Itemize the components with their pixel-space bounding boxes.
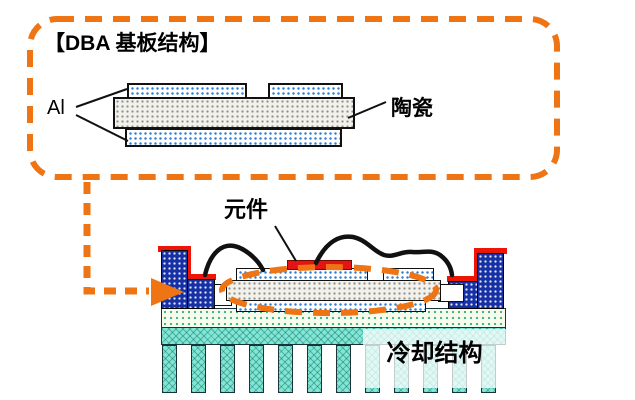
callout-connector-line: [83, 182, 149, 295]
callout-title: 【DBA 基板结构】: [44, 32, 221, 55]
left-terminal-tall: [161, 250, 188, 309]
component-pointer-line: [274, 225, 297, 262]
module-ceramic-layer: [226, 280, 441, 301]
dba-ceramic-layer: [113, 97, 355, 129]
al-label: Al: [47, 97, 65, 119]
right-terminal-red-top: [474, 248, 507, 254]
module-bottom-al-layer: [236, 300, 426, 312]
left-terminal-red-step-top: [185, 274, 216, 280]
heatsink-fin: [307, 345, 322, 393]
component-label: 元件: [224, 197, 269, 222]
left-terminal-step: [187, 279, 215, 309]
right-terminal-red-step-top: [447, 276, 479, 282]
right-terminal-tall: [477, 253, 504, 309]
heatsink-fin: [191, 345, 206, 393]
left-terminal-red-top: [158, 246, 191, 252]
cooling-label-panel: 冷却结构: [363, 329, 506, 388]
heatsink-fin: [336, 345, 351, 393]
ceramic-label: 陶瓷: [391, 97, 433, 120]
heatsink-fin: [220, 345, 235, 393]
power-component-chip: [287, 260, 352, 270]
dba-bottom-al-layer: [125, 128, 342, 147]
substrate-side-tab-right: [438, 284, 464, 302]
heatsink-fin: [278, 345, 293, 393]
heatsink-fin: [249, 345, 264, 393]
heatsink-fin: [162, 345, 177, 393]
left-terminal-red-step-side: [185, 246, 191, 280]
cooling-structure-label: 冷却结构: [386, 340, 483, 367]
